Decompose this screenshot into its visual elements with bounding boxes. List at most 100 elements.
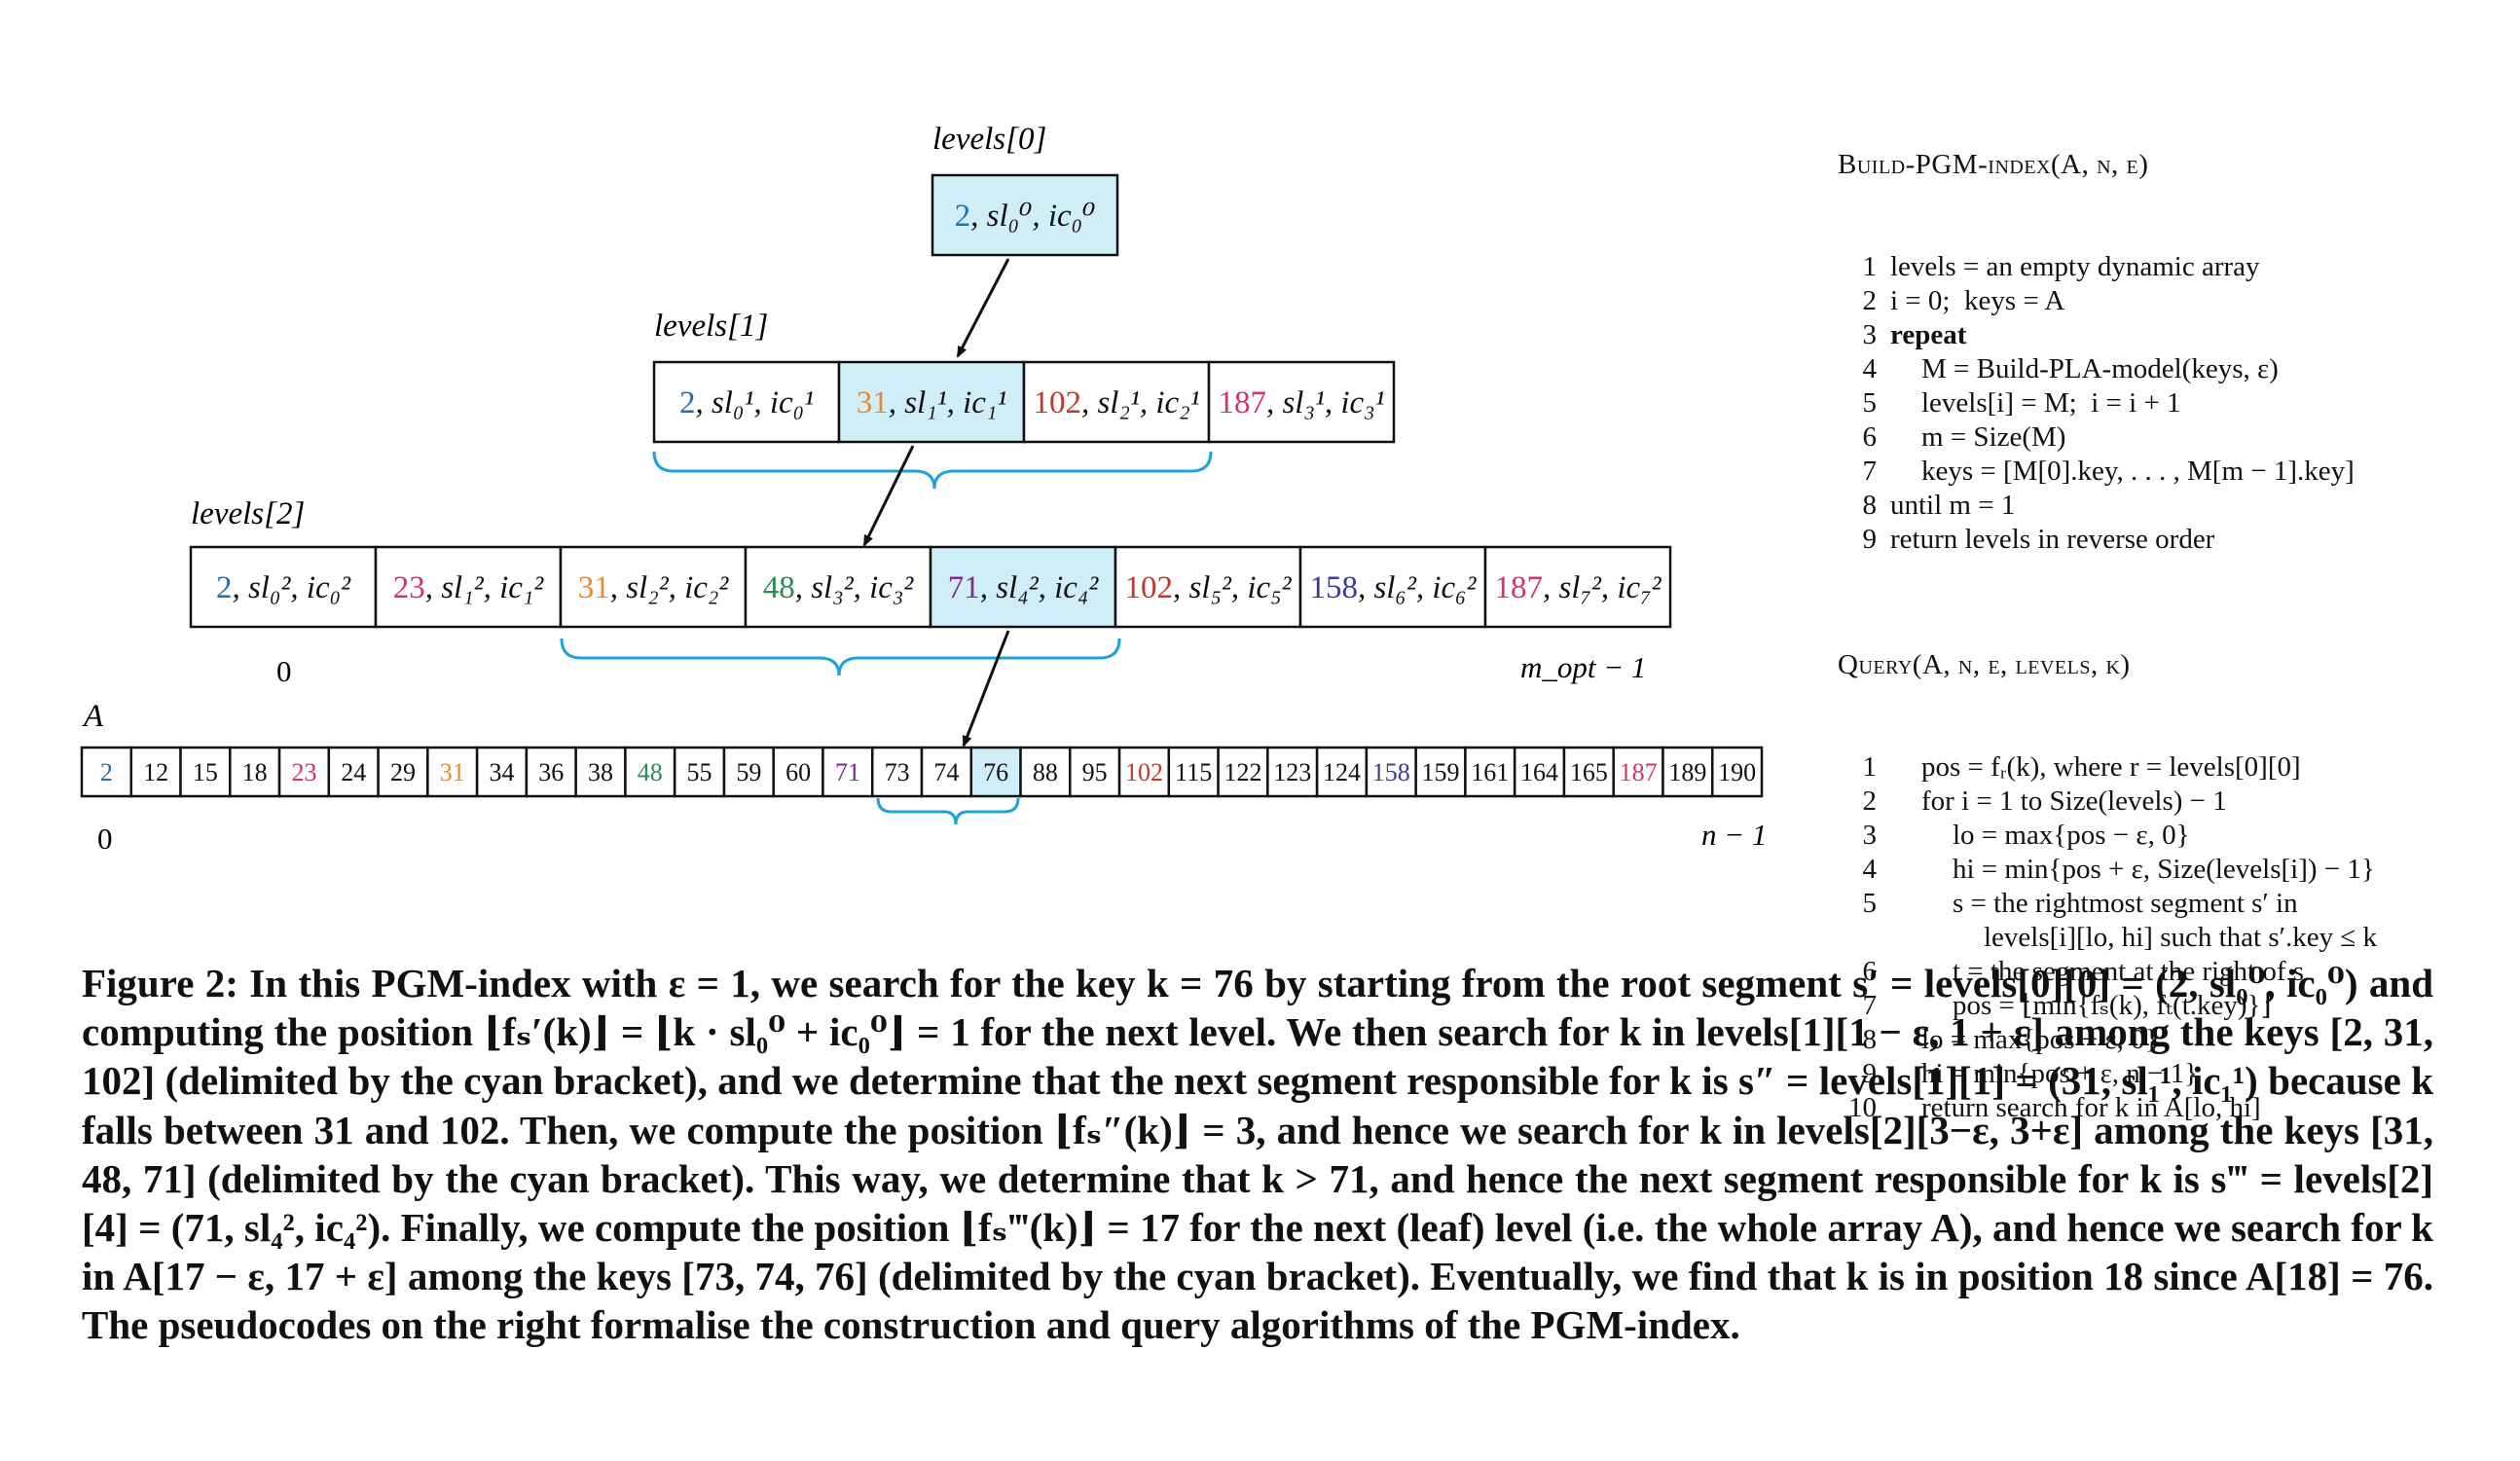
figure-caption: Figure 2: In this PGM-index with ε = 1, … <box>82 961 2433 1348</box>
array-index-start: 0 <box>97 822 113 856</box>
array-cell-value: 164 <box>1520 758 1558 786</box>
array-cell: 12 <box>129 746 182 798</box>
array-cell-box <box>1464 746 1516 798</box>
level2-cell: 23, sl₁², ic₁² <box>374 545 563 629</box>
array-cell: 115 <box>1167 746 1220 798</box>
array-cell: 24 <box>327 746 380 798</box>
array-cell-box <box>624 746 676 798</box>
code-line-number: 3 <box>1862 820 1878 851</box>
level2-cell-key: 158 <box>1309 570 1358 605</box>
level2-cell-key: 31 <box>578 570 610 605</box>
array-cell-box <box>822 746 874 798</box>
array-cell-box <box>722 746 775 798</box>
level2-cell-box <box>744 545 932 629</box>
array-cell-box <box>179 746 232 798</box>
code-line-text: levels[i] = M; i = i + 1 <box>1921 387 2181 419</box>
array-cell-value: 115 <box>1175 758 1212 786</box>
array-cell: 2 <box>80 746 133 798</box>
level2-cell-key: 23 <box>393 570 425 605</box>
code-line-number: 7 <box>1862 990 1878 1021</box>
code-line-number: 10 <box>1848 1092 1877 1123</box>
array-cell-value: 165 <box>1570 758 1608 786</box>
level2-cell-text: 158, sl₆², ic₆² <box>1309 570 1477 605</box>
level2-cell-text: 31, sl₂², ic₂² <box>578 570 730 605</box>
arrow-level1-to-level2 <box>862 445 915 547</box>
array-cell-box <box>1217 746 1269 798</box>
arrow-level2-to-array <box>962 630 1010 748</box>
level2-cell-text: 23, sl₁², ic₁² <box>393 570 545 605</box>
level0-cell-text: 2, sl₀⁰, ic₀⁰ <box>955 199 1096 234</box>
array-cell: 60 <box>772 746 824 798</box>
array-cell-value: 190 <box>1718 758 1756 786</box>
array-cell: 158 <box>1365 746 1417 798</box>
array-cell: 159 <box>1414 746 1467 798</box>
level2-cell-text: 2, sl₀², ic₀² <box>216 570 351 605</box>
code-line-text: pos = fᵣ(k), where r = levels[0][0] <box>1921 751 2301 783</box>
array-cell-box <box>920 746 973 798</box>
array-cell: 187 <box>1612 746 1664 798</box>
array-cell-value: 102 <box>1125 758 1163 786</box>
array-cell-box <box>1662 746 1714 798</box>
level2-cell-box <box>1298 545 1487 629</box>
array-cell: 74 <box>920 746 973 798</box>
array-cell-value: 55 <box>687 758 712 786</box>
array-cell: 76 <box>969 746 1022 798</box>
code-line-number: 4 <box>1862 854 1878 885</box>
array-index-end: n − 1 <box>1701 818 1767 852</box>
code-line-text: until m = 1 <box>1890 490 2016 521</box>
array-cell-box <box>1414 746 1467 798</box>
array-cell-value: 187 <box>1620 758 1658 786</box>
code-line-text: return search for k in A[lo, hi] <box>1921 1092 2261 1123</box>
level0-label: levels[0] <box>932 122 1046 157</box>
array-cell-value: 71 <box>835 758 860 786</box>
array-cell-box <box>377 746 429 798</box>
level1-cell-box <box>1207 360 1396 444</box>
array-cell-value: 2 <box>100 758 113 786</box>
code-line-number: 9 <box>1862 524 1878 555</box>
level2-cell-params: , sl₃², ic₃² <box>795 570 915 605</box>
code-line-text: lo = max{pos − ε, 0} <box>1921 1024 2159 1055</box>
array-cell: 38 <box>574 746 627 798</box>
array-cell: 36 <box>525 746 577 798</box>
array-cell: 122 <box>1217 746 1269 798</box>
code-line: 10 return search for k in A[lo, hi] <box>1838 1091 2377 1125</box>
array-cell: 18 <box>229 746 281 798</box>
array-cell: 31 <box>426 746 479 798</box>
level0-cell-box <box>931 173 1119 257</box>
code-line-number: 6 <box>1862 956 1878 987</box>
level2-cell-text: 48, sl₃², ic₃² <box>763 570 915 605</box>
array-cell-box <box>1266 746 1319 798</box>
level2-cell: 71, sl₄², ic₄² <box>929 545 1117 629</box>
level1-cell-params: , sl₃¹, ic₃¹ <box>1266 385 1385 420</box>
level2-cell-params: , sl₇², ic₇² <box>1543 570 1662 605</box>
array-cell: 71 <box>822 746 874 798</box>
level2-cell-text: 187, sl₇², ic₇² <box>1494 570 1662 605</box>
array-cell: 88 <box>1019 746 1072 798</box>
code-line-number: 3 <box>1862 319 1878 350</box>
array-cyan-bracket <box>876 797 1020 825</box>
array-cell-value: 123 <box>1273 758 1311 786</box>
array-cell-value: 95 <box>1082 758 1108 786</box>
array-cell: 73 <box>870 746 924 798</box>
array-cell-box <box>1710 746 1764 798</box>
array-cell-value: 24 <box>341 758 366 786</box>
array-cell: 102 <box>1117 746 1171 798</box>
level2-cell-params: , sl₁², ic₁² <box>425 570 545 605</box>
level1-cell-params: , sl₁¹, ic₁¹ <box>889 385 1007 420</box>
array-cell-value: 15 <box>193 758 218 786</box>
array-cell: 34 <box>475 746 529 798</box>
